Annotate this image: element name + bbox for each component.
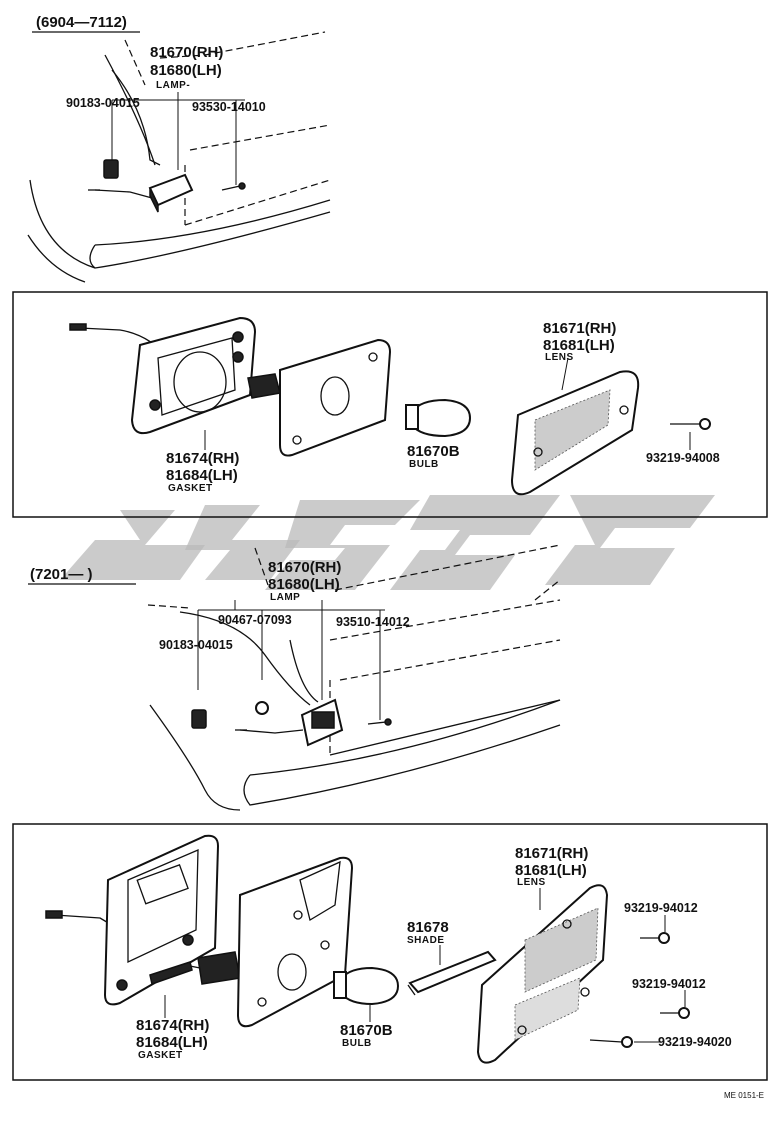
- clip-part-2: [191, 709, 207, 729]
- box2-screw-c-number: 93219-94020: [658, 1035, 732, 1049]
- box2-gasket-name: GASKET: [138, 1050, 183, 1061]
- bottom-nut-number: 90467-07093: [218, 613, 292, 627]
- bulb-part: [411, 398, 472, 438]
- box1-bulb-number: 81670B: [407, 443, 460, 460]
- shade-part: [408, 950, 497, 994]
- box2-shade-name: SHADE: [407, 935, 445, 946]
- bulb-part-2: [341, 966, 400, 1006]
- top-screw-number: 93530-14010: [192, 100, 266, 114]
- socket-part: [247, 373, 281, 399]
- screw-part-2: [367, 721, 387, 725]
- bottom-lamp-name: LAMP: [270, 592, 300, 603]
- top-range-label: (6904—7112): [36, 14, 127, 31]
- bottom-range-label: (7201— ): [30, 566, 93, 583]
- box1-gasket-lh: 81684(LH): [166, 467, 238, 484]
- screw-part: [221, 185, 241, 191]
- socket-part-2: [197, 951, 241, 985]
- box2-lens-name: LENS: [517, 877, 546, 888]
- lamp-body-part: [279, 338, 392, 457]
- bottom-screw-number: 93510-14012: [336, 615, 410, 629]
- box1-gasket-rh: 81674(RH): [166, 450, 239, 467]
- lens-screw-c: [589, 1039, 623, 1043]
- watermark-logo: [60, 495, 715, 590]
- box1-lens-lh: 81681(LH): [543, 337, 615, 354]
- box2-lens-lh: 81681(LH): [515, 862, 587, 879]
- bottom-lamp-rh: 81670(RH): [268, 559, 341, 576]
- top-clip-number: 90183-04015: [66, 96, 140, 110]
- box2-screw-b-number: 93219-94012: [632, 977, 706, 991]
- bottom-lamp-lh: 81680(LH): [268, 576, 340, 593]
- box2-shade-number: 81678: [407, 919, 449, 936]
- box1-lens-name: LENS: [545, 352, 574, 363]
- box2-gasket-rh: 81674(RH): [136, 1017, 209, 1034]
- box2-gasket-lh: 81684(LH): [136, 1034, 208, 1051]
- top-lamp-lh: 81680(LH): [150, 62, 222, 79]
- box2-bulb-name: BULB: [342, 1038, 372, 1049]
- footer-code: ME 0151-E: [724, 1091, 764, 1100]
- box1-gasket-name: GASKET: [168, 483, 213, 494]
- detail-box-1: 81671(RH) 81681(LH) LENS 81674(RH) 81684…: [12, 291, 768, 518]
- bottom-section: (7201— ) 81670(RH): [28, 544, 561, 811]
- top-section: (6904—7112) 81670(RH) 81680(LH) LAMP-: [27, 14, 331, 283]
- box1-bulb-name: BULB: [409, 459, 439, 470]
- box1-screw-number: 93219-94008: [646, 451, 720, 465]
- detail-box-2-frame: [12, 823, 768, 1081]
- detail-box-2: 81671(RH) 81681(LH) LENS 81678 SHADE 932…: [12, 823, 768, 1081]
- detail-box-1-frame: [12, 291, 768, 518]
- box1-lens-rh: 81671(RH): [543, 320, 616, 337]
- box2-screw-a-number: 93219-94012: [624, 901, 698, 915]
- top-lamp-rh: 81670(RH): [150, 44, 223, 61]
- nut-part: [255, 701, 269, 715]
- lamp-body-part-2: [236, 856, 354, 1028]
- clip-part: [103, 159, 119, 179]
- top-lamp-name: LAMP-: [156, 80, 190, 91]
- gasket-part: [130, 316, 257, 435]
- box2-lens-rh: 81671(RH): [515, 845, 588, 862]
- bottom-clip-number: 90183-04015: [159, 638, 233, 652]
- box2-bulb-number: 81670B: [340, 1022, 393, 1039]
